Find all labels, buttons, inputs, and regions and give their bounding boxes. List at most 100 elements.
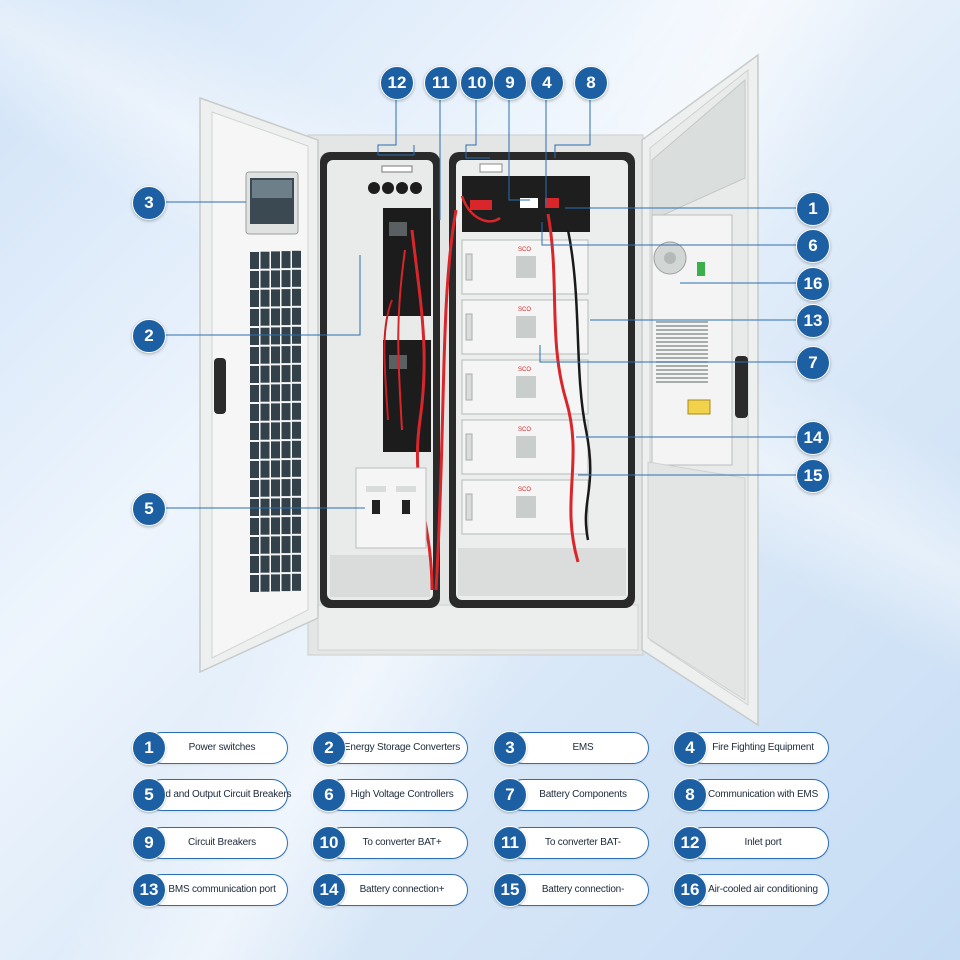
legend-label: Communication with EMS [707,788,819,800]
legend-pill [507,827,649,859]
inlet-ports [368,165,422,194]
legend-label: Inlet port [744,836,782,848]
filter-cell [281,422,291,440]
right-door-handle [735,356,748,418]
filter-cell [281,289,291,307]
legend-number-badge: 8 [673,778,707,812]
legend-number-badge: 1 [132,731,166,765]
filter-cell [271,346,280,364]
filter-cell [250,575,259,592]
legend-number-badge: 6 [312,778,346,812]
filter-cell [292,345,301,363]
filter-cell [271,308,280,326]
filter-cell [260,327,270,345]
filter-cell [271,460,280,478]
filter-cell [260,460,270,478]
filter-cell [271,270,280,288]
callout-6: 6 [796,229,830,263]
filter-cell [271,403,280,421]
callout-8: 8 [574,66,608,100]
filter-cell [292,516,301,534]
legend-label: Battery Components [539,788,627,800]
filter-cell [250,366,259,383]
red-cable-right [546,213,580,563]
filter-cell [250,537,259,554]
filter-cell [271,384,280,402]
filter-cell [292,421,301,439]
filter-cell [250,385,259,402]
callout-10: 10 [460,66,494,100]
legend-number-badge: 11 [493,826,527,860]
filter-cell [260,346,270,364]
filter-cell [281,403,291,421]
black-cable-right [566,229,592,541]
legend-item-15: Battery connection-15 [493,873,653,907]
callout-16: 16 [796,267,830,301]
callout-9: 9 [493,66,527,100]
legend-label: Air-cooled air conditioning [708,883,818,895]
legend-number-badge: 3 [493,731,527,765]
filter-cell [250,423,259,440]
legend-number-badge: 2 [312,731,346,765]
filter-cell [260,422,270,440]
filter-cell [271,289,280,307]
legend-pill [146,827,288,859]
filter-cell [271,517,280,535]
left-compartment-floor [330,555,430,597]
battery-module: SCO [461,419,589,475]
filter-cell [271,555,280,573]
legend-item-6: High Voltage Controllers 6 [312,778,472,812]
filter-cell [281,441,291,459]
filter-cell [281,384,291,402]
filter-cell [292,535,301,553]
legend-label: High Voltage Controllers [350,788,454,800]
legend-item-14: Battery connection+14 [312,873,472,907]
filter-cell [281,517,291,535]
filter-cell [271,251,280,269]
filter-cell [250,271,259,288]
air-filter-panel [250,250,301,592]
filter-cell [250,480,259,497]
filter-cell [292,307,301,325]
legend-number-badge: 12 [673,826,707,860]
legend-label: Circuit Breakers [188,836,256,848]
legend-label: Fire Fighting Equipment [712,741,814,753]
filter-cell [260,308,270,326]
callout-3: 3 [132,186,166,220]
legend-number-badge: 13 [132,873,166,907]
legend-pill [146,779,288,811]
callout-2: 2 [132,319,166,353]
legend-pill [326,874,468,906]
filter-cell [281,479,291,497]
filter-cell [260,251,270,269]
filter-cell [271,536,280,554]
filter-cell [250,518,259,535]
filter-cell [292,402,301,420]
filter-cell [281,365,291,383]
filter-cell [260,365,270,383]
legend-item-12: Inlet port 12 [673,826,833,860]
legend-label: EMS [572,741,594,753]
filter-cell [260,555,270,573]
filter-cell [250,290,259,307]
legend-number-badge: 14 [312,873,346,907]
callout-7: 7 [796,346,830,380]
callout-13: 13 [796,304,830,338]
filter-cell [271,422,280,440]
callout-1: 1 [796,192,830,226]
legend-pill [326,779,468,811]
legend-pill [687,874,829,906]
filter-cell [250,556,259,573]
module-brand: SCO [518,487,531,493]
filter-cell [250,404,259,421]
filter-cell [281,308,291,326]
filter-cell [292,364,301,382]
